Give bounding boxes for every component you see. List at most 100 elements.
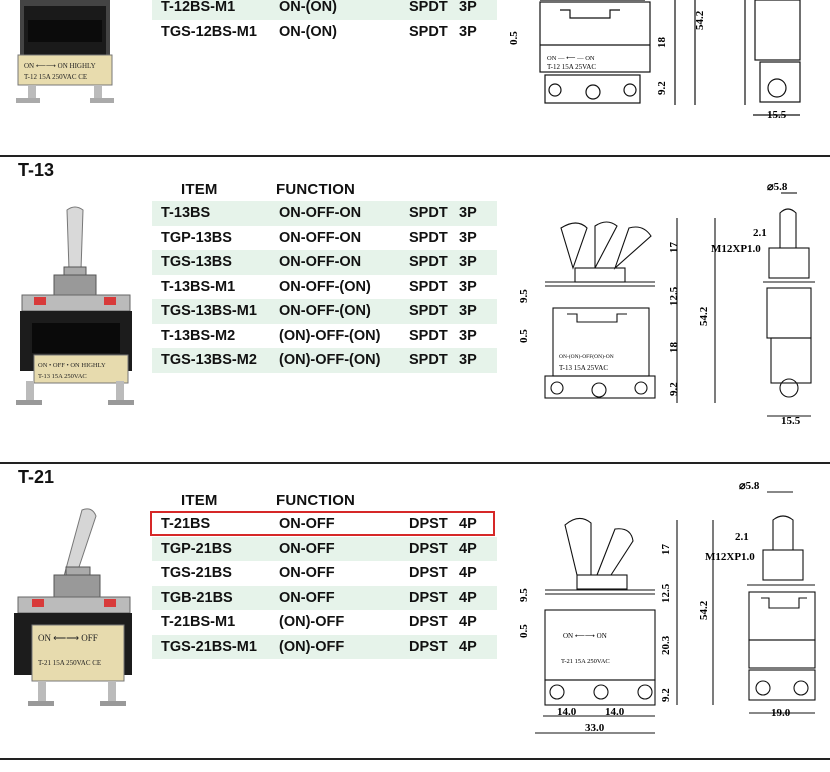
item-function: ON-OFF-ON (279, 229, 362, 246)
table-row[interactable]: TGS-12BS-M1 ON-(ON) SPDT 3P (152, 20, 497, 45)
plate-label: ON ⟵⟶ ON (563, 632, 607, 640)
item-function: ON-OFF (279, 516, 335, 532)
item-type: SPDT (409, 352, 448, 368)
dim-label: 12.5 (668, 286, 680, 306)
dim-label: 33.0 (585, 722, 605, 734)
dim-label: 0.5 (518, 329, 530, 343)
item-code: T-21BS-M1 (161, 614, 236, 630)
item-function: (ON)-OFF-(ON) (279, 327, 381, 344)
dim-label: 2.1 (753, 227, 767, 239)
item-function: (ON)-OFF-(ON) (279, 352, 381, 368)
item-type: DPST (409, 516, 448, 532)
item-function: ON-OFF-ON (279, 205, 362, 221)
section-divider (0, 758, 830, 760)
item-type: SPDT (409, 254, 448, 270)
dim-label: 54.2 (698, 600, 710, 620)
item-function: ON-OFF-(ON) (279, 278, 371, 295)
item-code: TGS-21BS-M1 (161, 638, 257, 655)
item-function: ON-OFF (279, 589, 335, 606)
plate-label: ON-(ON)-OFF(ON)-ON (559, 353, 614, 360)
table-row[interactable]: TGP-21BS ON-OFF DPST 4P (152, 536, 497, 561)
table-row[interactable]: TGS-13BS ON-OFF-ON SPDT 3P (152, 250, 497, 275)
dim-label: ⌀5.8 (767, 181, 788, 193)
item-type: SPDT (409, 23, 448, 40)
section-divider (0, 155, 830, 157)
item-code: TGB-21BS (161, 589, 233, 606)
item-function: ON-OFF-ON (279, 254, 362, 270)
dimension-drawing-t12: 0.5 18 9.2 54.2 15.5 ON — ⟵ — ON T-12 15… (508, 0, 801, 121)
item-poles: 3P (459, 23, 477, 40)
item-code: T-12BS-M1 (161, 0, 236, 15)
dim-label: 15.5 (781, 415, 801, 427)
item-type: DPST (409, 614, 448, 630)
switch-photo-t13: ON • OFF • ON HIGHLY T-13 15A 250VAC (16, 206, 134, 405)
section-divider (0, 462, 830, 464)
item-poles: 4P (459, 638, 477, 655)
plate-label: T-12 15A 25VAC (547, 63, 596, 71)
dim-label: 20.3 (660, 635, 672, 655)
item-function: ON-(ON) (279, 0, 337, 15)
dimension-drawing-t13: 9.5 0.5 17 12.5 18 9.2 54.2 ⌀5.8 2.1 M12… (518, 181, 815, 427)
item-code: TGS-13BS-M2 (161, 352, 257, 368)
dim-label: 15.5 (767, 109, 787, 121)
item-type: SPDT (409, 327, 448, 344)
dimension-drawing-t21: 9.5 0.5 17 12.5 20.3 9.2 54.2 ⌀5.8 2.1 M… (518, 480, 816, 734)
dim-label: 9.2 (660, 688, 672, 702)
item-type: SPDT (409, 205, 448, 221)
item-poles: 4P (459, 614, 477, 630)
table-row[interactable]: TGP-13BS ON-OFF-ON SPDT 3P (152, 226, 497, 251)
table-row[interactable]: T-13BS ON-OFF-ON SPDT 3P (152, 201, 497, 226)
dim-label: 9.2 (668, 382, 680, 396)
column-header-function: FUNCTION (276, 492, 356, 509)
item-type: SPDT (409, 229, 448, 246)
section-title: T-21 (18, 467, 55, 487)
dim-label: 14.0 (557, 706, 577, 718)
dim-label: 17 (668, 242, 680, 254)
column-header-function: FUNCTION (276, 181, 356, 198)
table-row[interactable]: T-12BS-M1 ON-(ON) SPDT 3P (152, 0, 497, 20)
switch-label-top: ON ⟵⟶ ON HIGHLY (24, 62, 96, 70)
dim-label: 17 (660, 544, 672, 556)
item-type: DPST (409, 565, 448, 581)
item-type: DPST (409, 589, 448, 606)
dim-label: 14.0 (605, 706, 625, 718)
column-header-item: ITEM (181, 492, 218, 509)
item-function: ON-(ON) (279, 23, 337, 40)
switch-label-bottom: T-13 15A 250VAC (38, 373, 87, 380)
switch-label-bottom: T-12 15A 250VAC CE (24, 73, 87, 81)
item-type: DPST (409, 638, 448, 655)
table-row[interactable]: TGS-13BS-M1 ON-OFF-(ON) SPDT 3P (152, 299, 497, 324)
dim-label: 9.5 (518, 588, 530, 602)
dim-label: 12.5 (660, 583, 672, 603)
switch-label-top: ON ⟵⟶ OFF (38, 633, 98, 643)
plate-label: ON — ⟵ — ON (547, 55, 595, 62)
item-function: ON-OFF (279, 565, 335, 581)
item-poles: 3P (459, 0, 477, 15)
dim-label: 54.2 (694, 10, 706, 30)
dim-label: 19.0 (771, 707, 791, 719)
dim-label: M12XP1.0 (711, 243, 761, 255)
dim-label: 18 (656, 37, 668, 49)
dim-label: 2.1 (735, 531, 749, 543)
item-function: ON-OFF-(ON) (279, 303, 371, 319)
item-poles: 3P (459, 303, 477, 319)
table-row[interactable]: TGS-13BS-M2 (ON)-OFF-(ON) SPDT 3P (152, 348, 497, 373)
table-row[interactable]: T-13BS-M2 (ON)-OFF-(ON) SPDT 3P (152, 324, 497, 349)
item-poles: 3P (459, 205, 477, 221)
column-header-item: ITEM (181, 181, 218, 198)
table-row[interactable]: TGB-21BS ON-OFF DPST 4P (152, 585, 497, 610)
table-row[interactable]: T-21BS ON-OFF DPST 4P (152, 512, 497, 537)
dim-label: M12XP1.0 (705, 551, 755, 563)
table-row[interactable]: T-13BS-M1 ON-OFF-(ON) SPDT 3P (152, 275, 497, 300)
table-row[interactable]: TGS-21BS-M1 (ON)-OFF DPST 4P (152, 634, 497, 659)
item-poles: 3P (459, 254, 477, 270)
table-row[interactable]: T-21BS-M1 (ON)-OFF DPST 4P (152, 610, 497, 635)
item-poles: 4P (459, 565, 477, 581)
selected-row-highlight (150, 511, 495, 536)
item-code: TGS-13BS (161, 254, 232, 270)
switch-photo-t12: ON ⟵⟶ ON HIGHLY T-12 15A 250VAC CE (16, 0, 114, 103)
item-poles: 3P (459, 278, 477, 295)
item-type: SPDT (409, 303, 448, 319)
table-row[interactable]: TGS-21BS ON-OFF DPST 4P (152, 561, 497, 586)
item-code: T-13BS-M1 (161, 278, 236, 295)
